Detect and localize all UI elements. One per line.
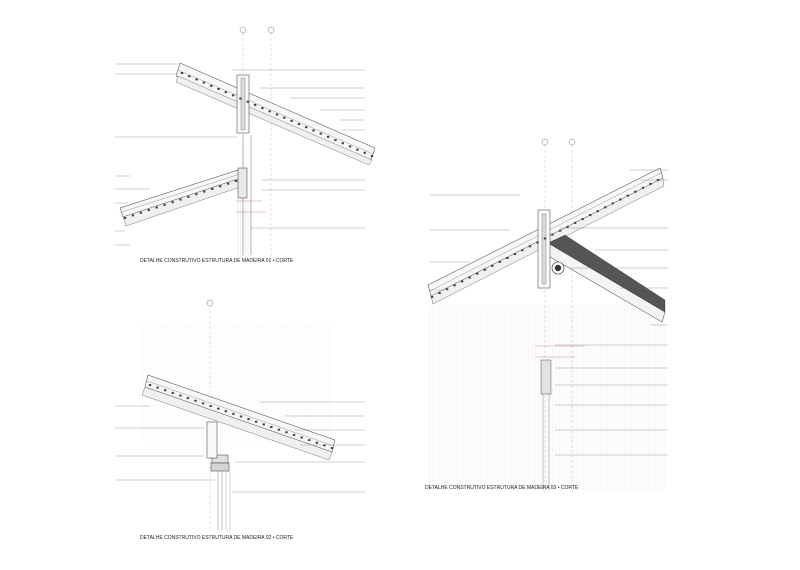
detail-03-title: DETALHE CONSTRUTIVO ESTRUTURA DE MADEIRA… [425,485,579,491]
detail-01-title: DETALHE CONSTRUTIVO ESTRUTURA DE MADEIRA… [140,258,294,264]
detail-03-purlins [430,179,660,298]
detail-01-purlins [123,72,374,219]
detail-01-section [115,26,376,260]
detail-02-purlins [148,384,334,449]
detail-02-section [115,299,365,530]
detail-03-section [427,138,668,495]
detail-02-title: DETALHE CONSTRUTIVO ESTRUTURA DE MADEIRA… [140,535,294,541]
